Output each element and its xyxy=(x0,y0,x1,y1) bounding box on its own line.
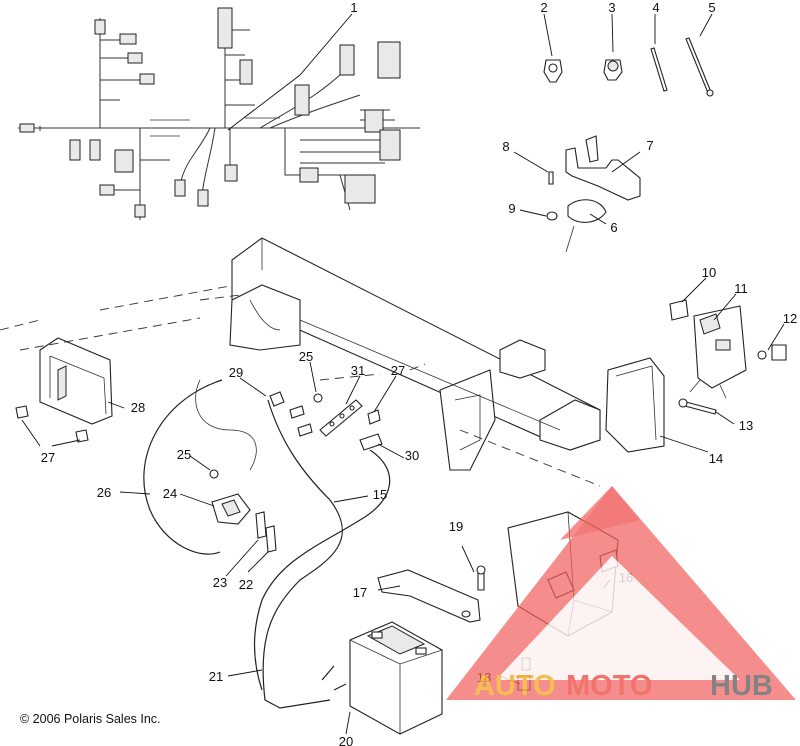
callout-4: 4 xyxy=(652,0,659,15)
callout-13: 13 xyxy=(739,418,753,433)
part-27-nut-upper xyxy=(367,409,381,425)
callout-7: 7 xyxy=(646,138,653,153)
cable-loop-26 xyxy=(195,379,257,471)
part-27-screws-left xyxy=(15,405,89,443)
callout-11: 11 xyxy=(734,281,748,296)
part-11-ecu-module xyxy=(689,305,747,399)
dashed-guides xyxy=(0,285,601,487)
cable-end-21 xyxy=(321,665,347,691)
part-12-nut xyxy=(757,344,787,361)
part-30-connector xyxy=(359,433,383,451)
copyright-text: © 2006 Polaris Sales Inc. xyxy=(20,712,161,726)
watermark-triangle-notch xyxy=(560,486,640,540)
part-20-battery xyxy=(349,621,443,735)
callout-17: 17 xyxy=(353,585,367,600)
callout-27-right: 27 xyxy=(391,363,405,378)
part-28-cover xyxy=(39,337,113,425)
part-26-cable xyxy=(143,379,223,555)
callout-14: 14 xyxy=(709,451,723,466)
callout-28: 28 xyxy=(131,400,145,415)
callout-20: 20 xyxy=(339,734,353,746)
callout-12: 12 xyxy=(783,311,797,326)
part-31-terminal-strip xyxy=(319,399,363,437)
callout-23: 23 xyxy=(213,575,227,590)
watermark-auto: AUTO xyxy=(474,670,556,702)
callout-1: 1 xyxy=(350,0,357,15)
callout-9: 9 xyxy=(508,201,515,216)
callout-31: 31 xyxy=(351,363,365,378)
watermark-triangle-inner xyxy=(496,556,740,680)
callout-2: 2 xyxy=(540,0,547,15)
callout-25-upper: 25 xyxy=(299,349,313,364)
watermark-moto: MOTO xyxy=(566,670,652,702)
callout-15: 15 xyxy=(373,487,387,502)
part-9-nut xyxy=(546,211,558,221)
part-22-bolt xyxy=(265,525,277,553)
part-13-screw xyxy=(678,398,717,415)
part-17-hold-down xyxy=(377,569,481,623)
part-25-nut-lower xyxy=(209,469,219,479)
part-3-connector xyxy=(603,59,623,81)
part-8-screw xyxy=(548,171,554,185)
part-19-screw xyxy=(476,565,486,591)
callout-30: 30 xyxy=(405,448,419,463)
part-25-nut-upper xyxy=(313,393,323,403)
callout-6: 6 xyxy=(610,220,617,235)
watermark-hub: HUB xyxy=(710,670,773,702)
part-7-bracket xyxy=(565,135,641,201)
callout-25-lower: 25 xyxy=(177,447,191,462)
callout-22: 22 xyxy=(239,577,253,592)
part-4-tie-strap xyxy=(650,47,668,92)
part-14-cover xyxy=(605,357,665,453)
callout-5: 5 xyxy=(708,0,715,15)
part-2-connector xyxy=(543,59,563,83)
callout-10: 10 xyxy=(702,265,716,280)
automotohub-watermark: AUTO MOTO HUB xyxy=(446,486,796,702)
bolts-near-31 xyxy=(289,405,313,437)
callout-27-left: 27 xyxy=(41,450,55,465)
part-23-bolt xyxy=(255,511,267,539)
part-6-strap xyxy=(565,199,607,253)
callout-3: 3 xyxy=(608,0,615,15)
part-15-cable xyxy=(262,399,343,709)
part-29-terminal xyxy=(269,391,285,407)
callout-labels: 1 2 3 4 5 6 7 8 9 10 11 12 13 14 15 16 1… xyxy=(41,0,797,746)
part-10-bracket xyxy=(669,299,689,321)
part-5-tie-strap xyxy=(685,37,714,97)
callout-19: 19 xyxy=(449,519,463,534)
wiring-harness xyxy=(18,7,420,220)
frame-crossmember xyxy=(229,237,601,471)
part-24-relay-bracket xyxy=(211,493,251,525)
part-21-cable xyxy=(253,449,391,691)
callout-29: 29 xyxy=(229,365,243,380)
callout-26: 26 xyxy=(97,485,111,500)
callout-8: 8 xyxy=(502,139,509,154)
callout-24: 24 xyxy=(163,486,177,501)
callout-21: 21 xyxy=(209,669,223,684)
